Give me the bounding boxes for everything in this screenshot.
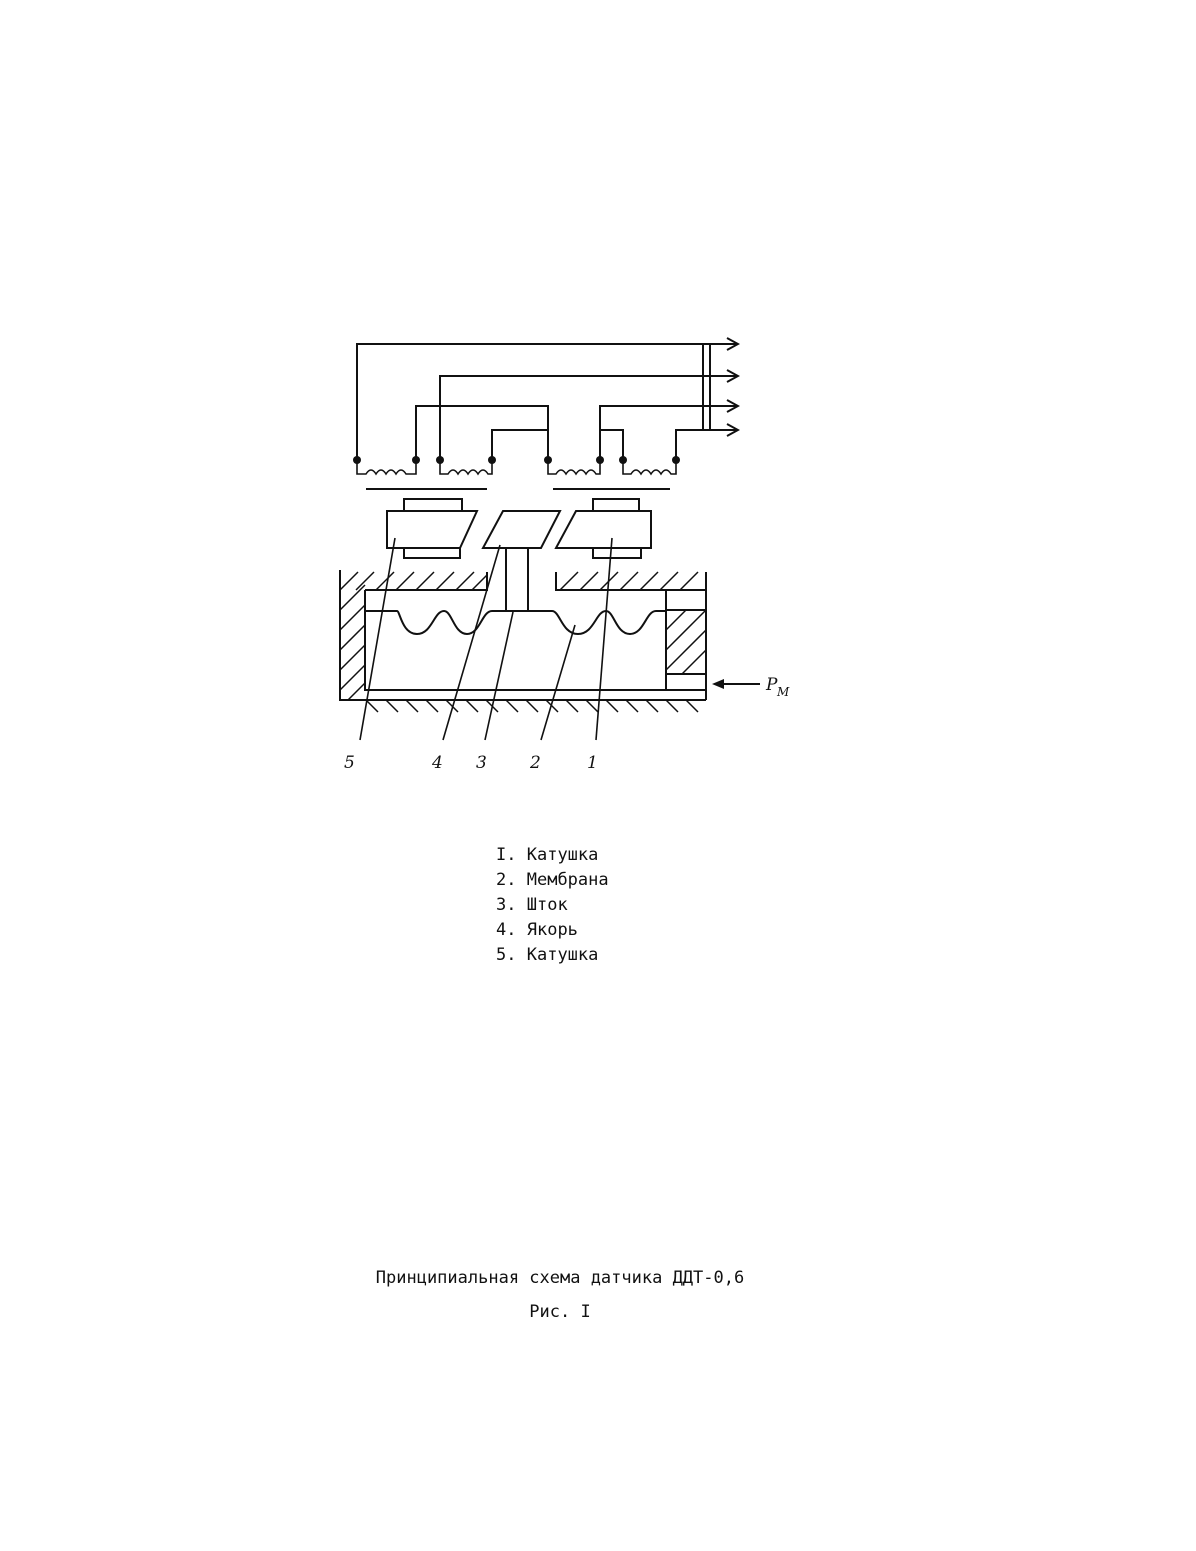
legend-item: 3. Шток xyxy=(496,893,609,918)
callout-labels: 5 4 3 2 1 xyxy=(344,753,598,773)
winding-coil-c xyxy=(547,460,601,476)
legend: I. Катушка 2. Мембрана 3. Шток 4. Якорь … xyxy=(496,843,609,968)
leader-1 xyxy=(595,537,613,741)
winding-coil-b xyxy=(439,460,493,476)
legend-item-text: Мембрана xyxy=(526,870,609,890)
leader-2 xyxy=(540,624,576,741)
housing-inner-left-bottom xyxy=(364,590,666,691)
pressure-arrow-head xyxy=(712,679,724,689)
coil-right-body xyxy=(554,510,652,549)
coil-right-top-cap xyxy=(592,498,640,512)
housing-lid-right xyxy=(555,572,666,591)
hatching-right-block xyxy=(665,609,707,675)
lead-wire-4 xyxy=(599,406,738,460)
callout-label-2: 2 xyxy=(529,753,541,773)
coil-left-body xyxy=(386,510,479,549)
terminals xyxy=(353,456,680,464)
pressure-label: P xyxy=(765,675,778,695)
legend-item-number: 3. xyxy=(496,895,517,915)
leader-4 xyxy=(442,544,501,741)
hatching-bottom xyxy=(365,699,699,713)
legend-item-text: Якорь xyxy=(526,920,578,940)
winding-coil-d xyxy=(622,460,677,476)
callout-label-4: 4 xyxy=(431,753,443,773)
leader-5 xyxy=(359,537,396,741)
windings xyxy=(356,460,677,490)
legend-item: I. Катушка xyxy=(496,843,609,868)
legend-item-text: Катушка xyxy=(526,845,599,865)
coil-right xyxy=(554,498,652,559)
figure-title: Принципиальная схема датчика ДДТ-0,6 xyxy=(375,1268,745,1288)
hatching-left-wall xyxy=(339,571,366,701)
lead-wire-7 xyxy=(675,430,738,460)
lead-wire-1 xyxy=(356,344,738,460)
lead-wire-3 xyxy=(415,405,549,460)
lead-wire-6 xyxy=(600,429,624,460)
coil-left xyxy=(386,498,479,559)
coil-left-bottom-cap xyxy=(403,547,461,559)
coil-right-bottom-cap xyxy=(592,547,642,559)
rod xyxy=(505,548,529,611)
callout-leaders xyxy=(359,537,613,741)
callout-label-1: 1 xyxy=(587,753,598,773)
leader-3 xyxy=(484,611,514,741)
figure-number: Рис. I xyxy=(529,1302,591,1322)
armature-plate xyxy=(481,510,562,549)
callout-label-3: 3 xyxy=(476,753,487,773)
membrane xyxy=(365,609,666,636)
legend-item-number: 5. xyxy=(496,945,517,965)
legend-item-number: 2. xyxy=(496,870,517,890)
legend-item-number: I. xyxy=(496,845,517,865)
legend-item: 5. Катушка xyxy=(496,943,609,968)
lead-wire-5 xyxy=(491,429,548,460)
housing-outer-left-bottom xyxy=(339,570,706,701)
wiring xyxy=(356,344,738,460)
pressure-subscript: M xyxy=(776,685,790,699)
legend-item: 4. Якорь xyxy=(496,918,609,943)
right-port-top xyxy=(665,589,707,611)
callout-label-5: 5 xyxy=(344,753,355,773)
housing xyxy=(339,570,707,713)
winding-coil-a xyxy=(356,460,417,476)
coil-left-top-cap xyxy=(403,498,463,512)
legend-item-text: Шток xyxy=(526,895,568,915)
hatching-top-right xyxy=(559,571,699,591)
legend-item-text: Катушка xyxy=(526,945,599,965)
pressure-input: P M xyxy=(712,675,790,699)
right-port-bottom xyxy=(665,673,707,691)
legend-item: 2. Мембрана xyxy=(496,868,609,893)
legend-item-number: 4. xyxy=(496,920,517,940)
lead-wire-2 xyxy=(439,376,738,460)
hatching-top-left xyxy=(355,571,488,591)
